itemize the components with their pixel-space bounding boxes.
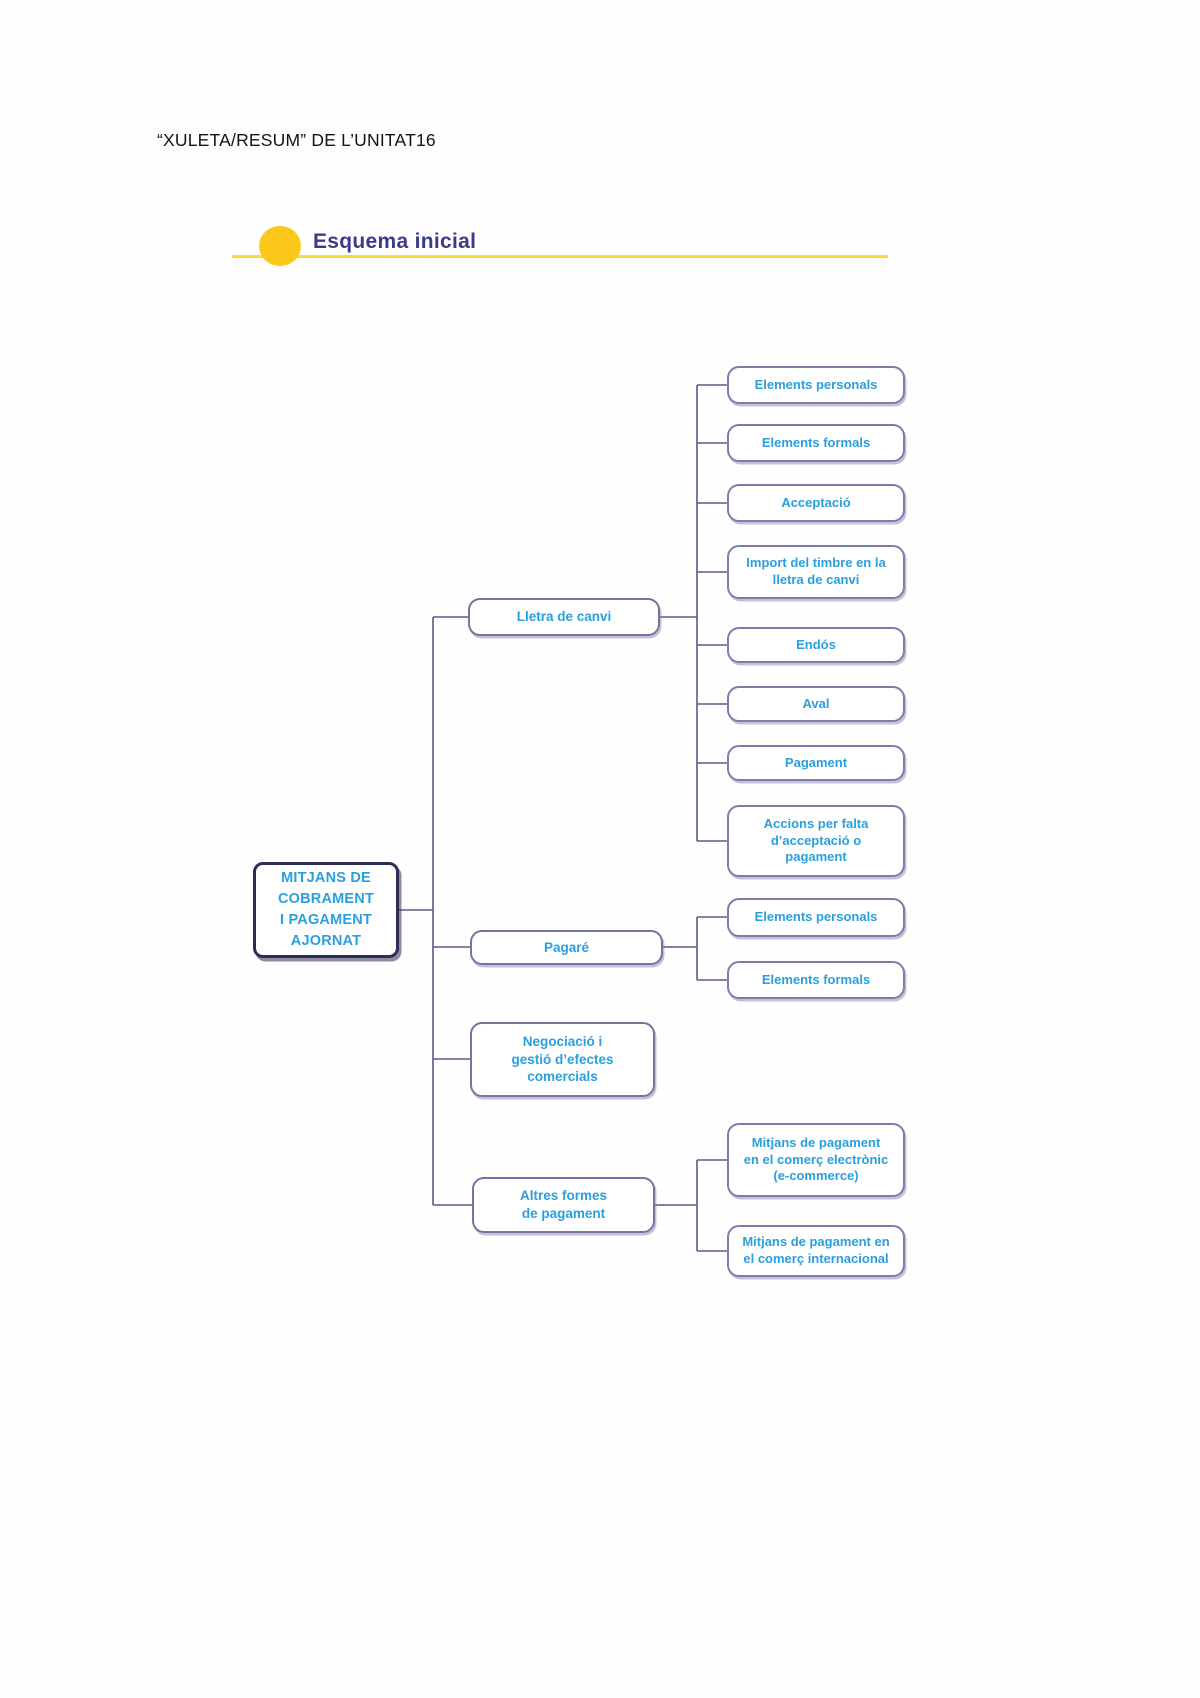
branch-node-pagare: Pagaré [470,930,663,965]
document-title: “XULETA/RESUM” DE L’UNITAT16 [157,130,436,150]
leaf-node-import-del-timbre: Import del timbre en la lletra de canvi [727,545,905,599]
leaf-node-aval: Aval [727,686,905,722]
leaf-node-accions-per-falta: Accions per falta d’acceptació o pagamen… [727,805,905,877]
leaf-node-pagare-elements-personals: Elements personals [727,898,905,937]
branch-node-lletra-de-canvi: Lletra de canvi [468,598,660,636]
root-node-mitjans-de-cobrament: MITJANS DE COBRAMENT I PAGAMENT AJORNAT [253,862,399,958]
leaf-node-pagament: Pagament [727,745,905,781]
leaf-node-elements-personals: Elements personals [727,366,905,404]
section-underline [232,255,888,258]
leaf-node-endos: Endós [727,627,905,663]
leaf-node-acceptacio: Acceptació [727,484,905,522]
leaf-node-pagare-elements-formals: Elements formals [727,961,905,999]
yellow-circle-icon [259,226,301,266]
leaf-node-pagament-internacional: Mitjans de pagament en el comerç interna… [727,1225,905,1277]
leaf-node-pagament-electronic: Mitjans de pagament en el comerç electrò… [727,1123,905,1197]
section-title: Esquema inicial [313,230,477,253]
branch-node-altres-formes: Altres formes de pagament [472,1177,655,1233]
branch-node-negociacio: Negociació i gestió d’efectes comercials [470,1022,655,1097]
leaf-node-elements-formals: Elements formals [727,424,905,462]
